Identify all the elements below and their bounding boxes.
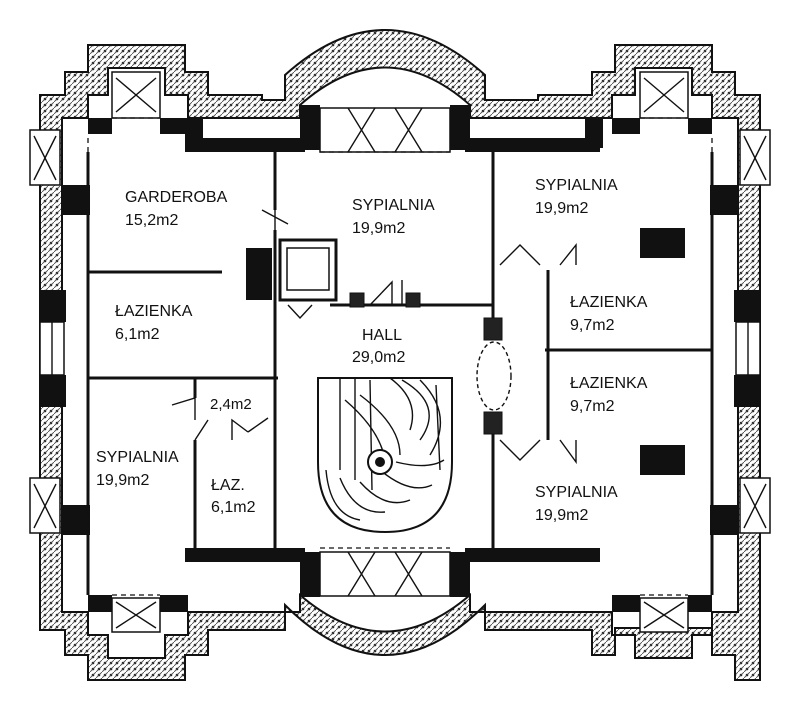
room-labels: GARDEROBA 15,2m2 SYPIALNIA 19,9m2 SYPIAL… bbox=[96, 177, 648, 524]
sypialnia-top-right-name: SYPIALNIA bbox=[535, 177, 618, 194]
window-icon bbox=[29, 129, 61, 186]
window-icon bbox=[639, 71, 689, 119]
door-swing-icon bbox=[499, 439, 577, 465]
door-swing-icon bbox=[369, 280, 403, 306]
sypialnia-bottom-right-name: SYPIALNIA bbox=[535, 484, 618, 501]
garderoba-area: 15,2m2 bbox=[125, 212, 178, 229]
lazienka-right-upper-name: ŁAZIENKA bbox=[570, 294, 648, 311]
sypialnia-top-right-area: 19,9m2 bbox=[535, 200, 588, 217]
window-icon bbox=[319, 107, 451, 153]
garderoba-name: GARDEROBA bbox=[125, 189, 228, 206]
window-icon bbox=[39, 321, 65, 376]
door-swing-icon bbox=[499, 243, 577, 266]
sypialnia-bottom-right-area: 19,9m2 bbox=[535, 507, 588, 524]
door-swing-icon bbox=[261, 209, 289, 230]
window-icon bbox=[739, 129, 771, 186]
laz-small-name: ŁAZ. bbox=[211, 477, 245, 494]
lazienka-right-lower-name: ŁAZIENKA bbox=[570, 375, 648, 392]
window-icon bbox=[639, 597, 689, 633]
door-swing-icon bbox=[231, 417, 269, 440]
window-icon bbox=[29, 477, 61, 534]
window-icon bbox=[735, 321, 761, 376]
windows bbox=[29, 71, 771, 633]
window-icon bbox=[111, 71, 161, 119]
hall-area: 29,0m2 bbox=[352, 349, 405, 366]
window-icon bbox=[739, 477, 771, 534]
sypialnia-top-name: SYPIALNIA bbox=[352, 197, 435, 214]
elevator-icon bbox=[278, 238, 338, 320]
window-icon bbox=[111, 597, 161, 633]
thresholds bbox=[87, 117, 713, 596]
window-icon bbox=[319, 551, 451, 597]
lazienka-right-upper-area: 9,7m2 bbox=[570, 317, 615, 334]
door-swing-icon bbox=[171, 397, 209, 441]
sypialnia-bottom-left-name: SYPIALNIA bbox=[96, 449, 179, 466]
outer-wall bbox=[39, 29, 761, 681]
spiral-staircase-icon bbox=[317, 377, 453, 534]
closet-area: 2,4m2 bbox=[210, 396, 252, 413]
doors bbox=[171, 209, 577, 465]
hall-name: HALL bbox=[362, 327, 402, 344]
pillars bbox=[349, 292, 512, 435]
structural-walls bbox=[40, 105, 760, 612]
lazienka-left-name: ŁAZIENKA bbox=[115, 303, 193, 320]
sypialnia-bottom-left-area: 19,9m2 bbox=[96, 472, 149, 489]
laz-small-area: 6,1m2 bbox=[211, 499, 256, 516]
lazienka-left-area: 6,1m2 bbox=[115, 326, 160, 343]
sypialnia-top-area: 19,9m2 bbox=[352, 220, 405, 237]
lazienka-right-lower-area: 9,7m2 bbox=[570, 398, 615, 415]
